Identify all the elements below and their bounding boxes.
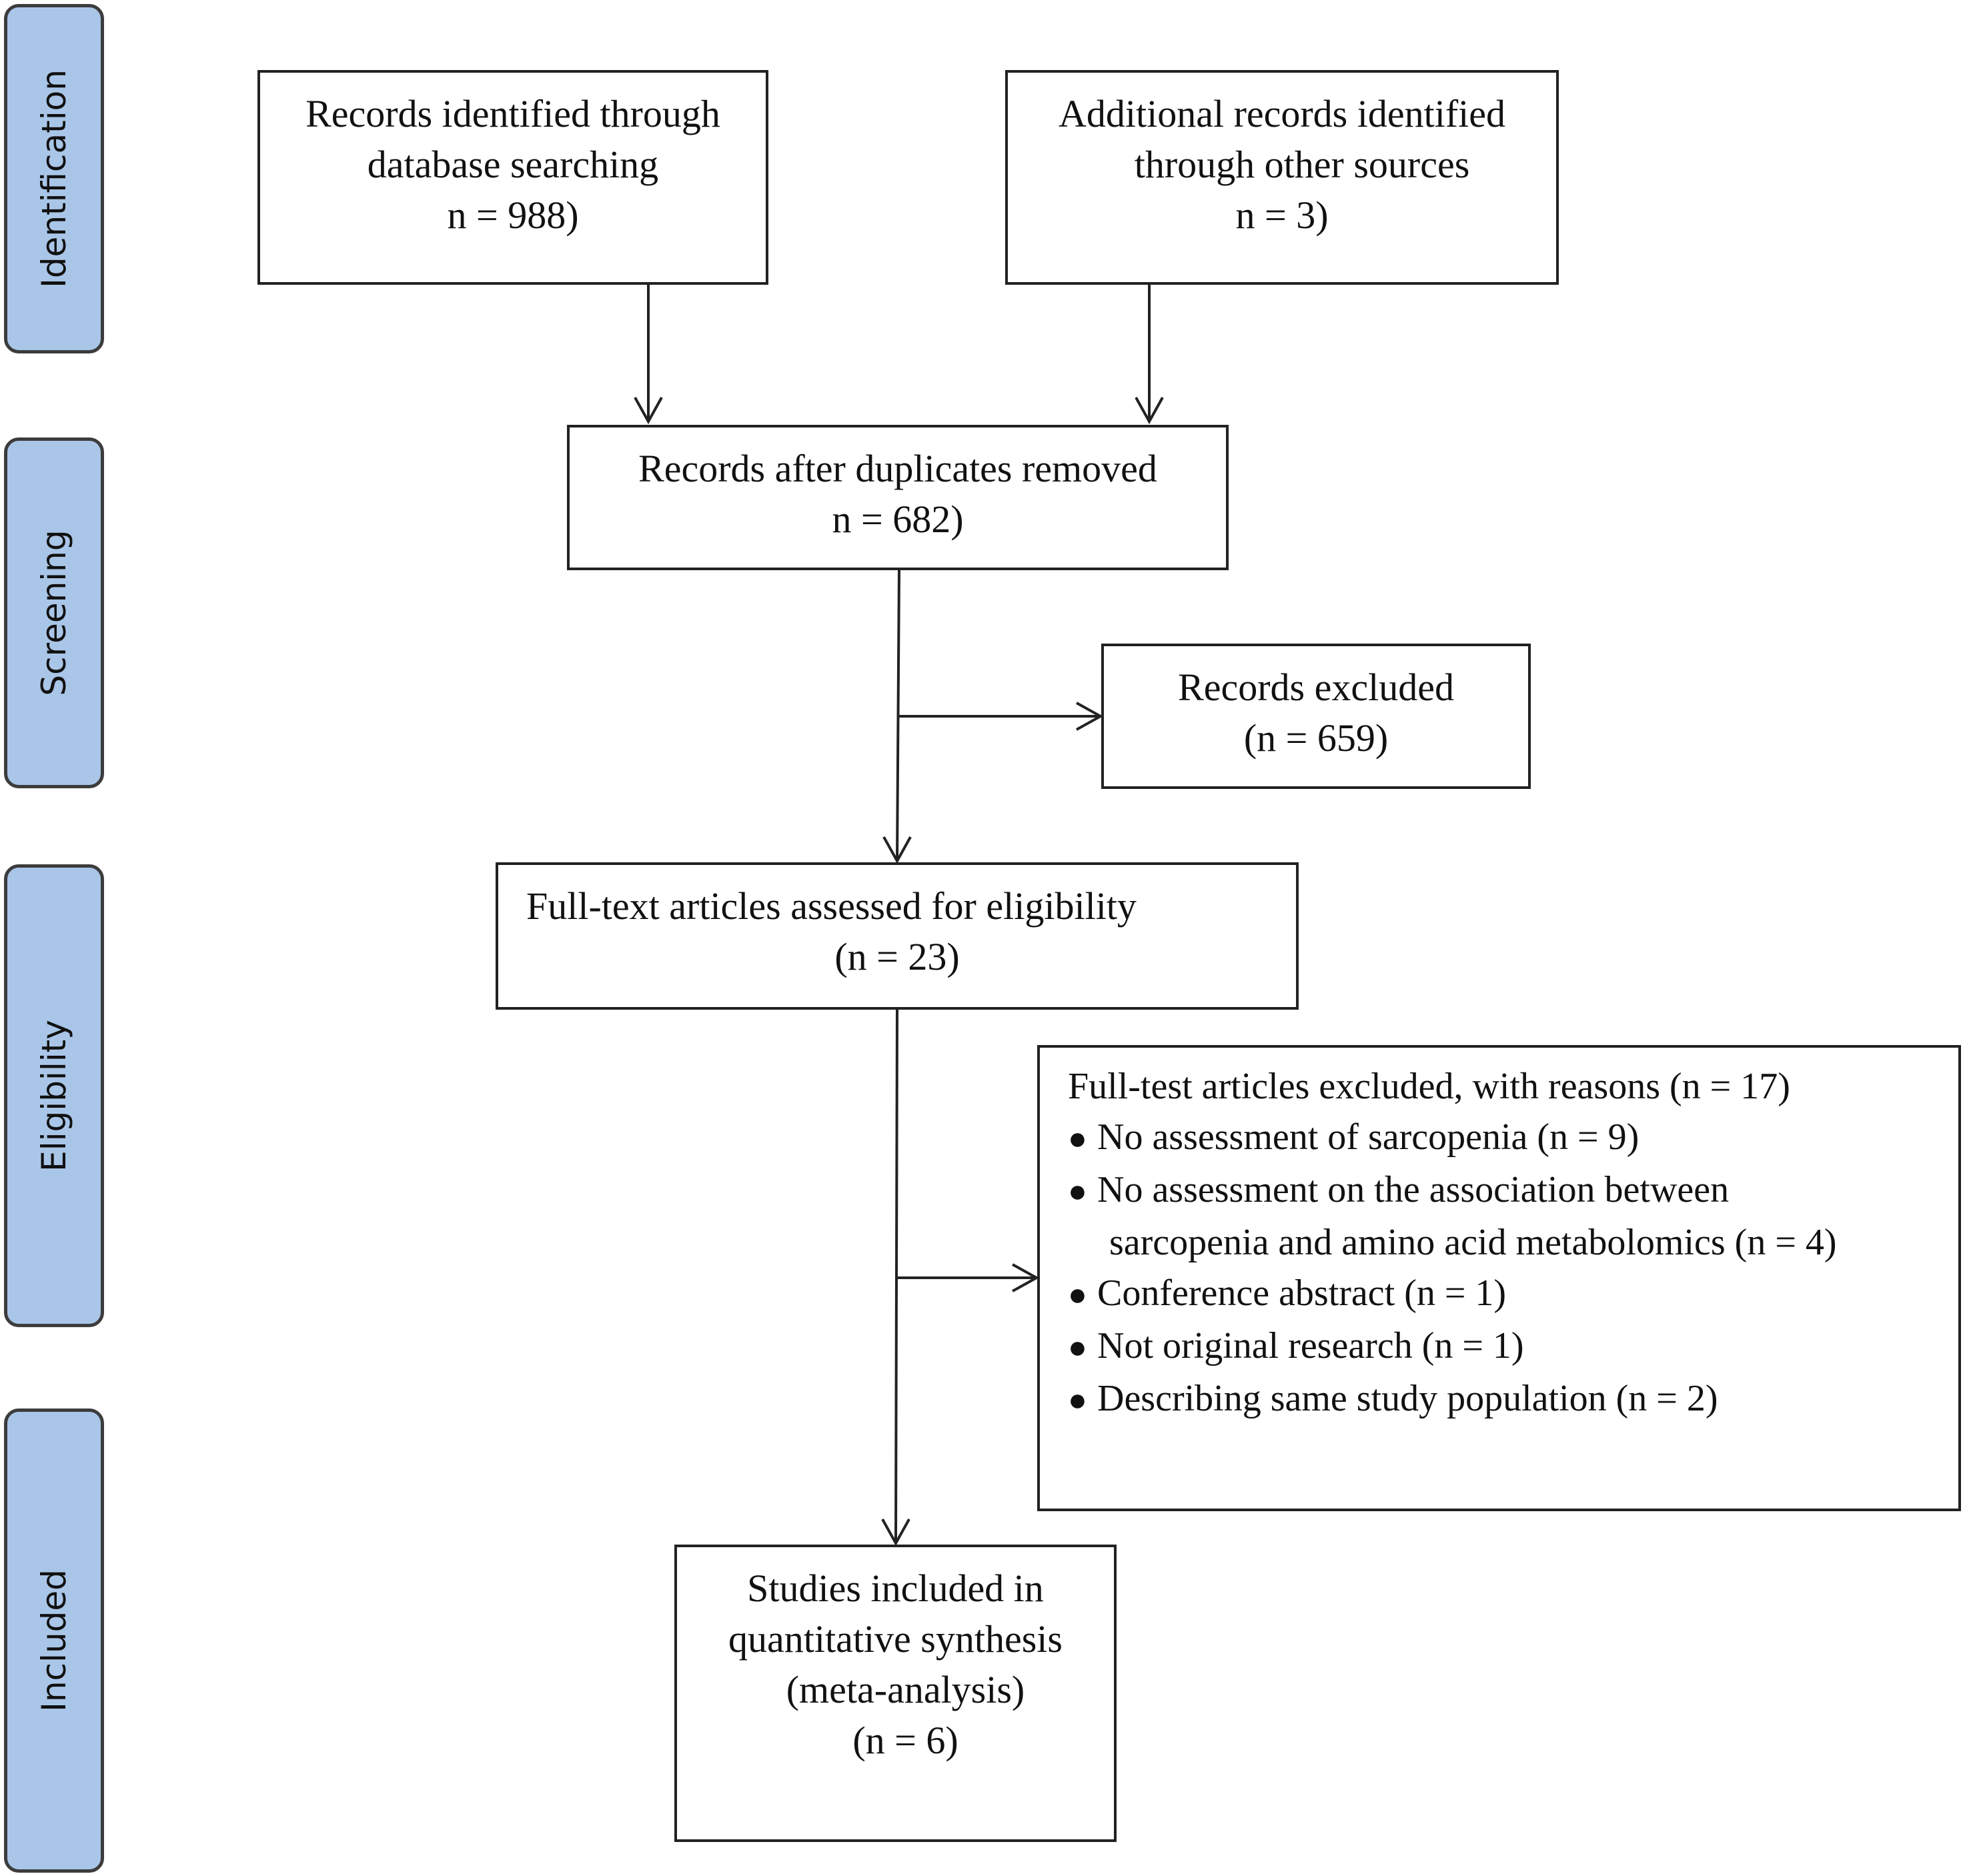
- database-records-count: n = 988): [447, 193, 579, 237]
- other-records-line-2: through other sources: [1134, 143, 1470, 186]
- arrowhead-to-fulltext-excluded: [1012, 1263, 1040, 1292]
- full-text-assessed-box: Full-text articles assessed for eligibil…: [496, 862, 1299, 1010]
- exclusion-reason-text: No assessment of sarcopenia (n = 9): [1097, 1116, 1640, 1158]
- records-excluded-count: (n = 659): [1243, 716, 1389, 760]
- arrowhead-duplicates-to-fulltext: [882, 836, 912, 864]
- exclusion-reason-text: sarcopenia and amino acid metabolomics (…: [1109, 1222, 1837, 1263]
- database-records-box: Records identified through database sear…: [257, 70, 768, 285]
- exclusion-reason-text: Describing same study population (n = 2): [1097, 1378, 1718, 1419]
- after-duplicates-count: n = 682): [832, 498, 964, 541]
- full-text-assessed-line-1: Full-text articles assessed for eligibil…: [526, 884, 1137, 928]
- studies-included-box: Studies included in quantitative synthes…: [674, 1545, 1117, 1842]
- database-records-line-1: Records identified through: [305, 92, 720, 135]
- full-text-excluded-box: Full-test articles excluded, with reason…: [1037, 1045, 1961, 1511]
- other-records-box: Additional records identified through ot…: [1005, 70, 1559, 285]
- arrowhead-fulltext-to-included: [881, 1519, 910, 1547]
- exclusion-reason-text: No assessment on the association between: [1097, 1169, 1730, 1210]
- full-text-assessed-count: (n = 23): [834, 935, 960, 978]
- phase-identification: Identification: [4, 4, 104, 353]
- studies-included-count: (n = 6): [852, 1719, 958, 1762]
- other-records-count: n = 3): [1235, 193, 1329, 237]
- database-records-line-2: database searching: [367, 143, 659, 186]
- arrow-duplicates-to-fulltext: [896, 570, 900, 862]
- exclusion-reason-item: ● Conference abstract (n = 1): [1068, 1268, 1958, 1320]
- exclusion-reason-item: ● Not original research (n = 1): [1068, 1320, 1958, 1373]
- phase-included-label: Included: [35, 1569, 73, 1712]
- exclusion-reason-continuation: sarcopenia and amino acid metabolomics (…: [1068, 1217, 1958, 1268]
- arrowhead-database-to-duplicates: [634, 397, 663, 425]
- phase-included: Included: [4, 1409, 104, 1873]
- records-excluded-line-1: Records excluded: [1178, 666, 1454, 709]
- exclusion-reason-item: ● No assessment on the association betwee…: [1068, 1164, 1958, 1217]
- bullet-icon: ●: [1068, 1277, 1087, 1312]
- phase-eligibility: Eligibility: [4, 864, 104, 1327]
- arrowhead-to-records-excluded: [1076, 702, 1104, 731]
- bullet-icon: ●: [1068, 1382, 1087, 1418]
- arrow-fulltext-to-included: [894, 1009, 898, 1544]
- full-text-excluded-title: Full-test articles excluded, with reason…: [1068, 1066, 1790, 1107]
- bullet-icon: ●: [1068, 1330, 1087, 1365]
- phase-screening: Screening: [4, 437, 104, 788]
- after-duplicates-box: Records after duplicates removed n = 682…: [567, 425, 1229, 570]
- studies-included-line-1: Studies included in: [747, 1567, 1044, 1610]
- records-excluded-box: Records excluded (n = 659): [1101, 644, 1531, 789]
- phase-identification-label: Identification: [35, 69, 73, 288]
- exclusion-reasons-list: ● No assessment of sarcopenia (n = 9) ● No…: [1068, 1112, 1958, 1426]
- exclusion-reason-text: Conference abstract (n = 1): [1097, 1272, 1507, 1314]
- studies-included-line-2: quantitative synthesis: [728, 1617, 1063, 1661]
- other-records-line-1: Additional records identified: [1058, 92, 1506, 135]
- exclusion-reason-text: Not original research (n = 1): [1097, 1325, 1524, 1366]
- bullet-icon: ●: [1068, 1121, 1087, 1156]
- exclusion-reason-item: ● No assessment of sarcopenia (n = 9): [1068, 1112, 1958, 1164]
- phase-screening-label: Screening: [35, 530, 73, 696]
- arrowhead-other-to-duplicates: [1135, 397, 1164, 425]
- exclusion-reason-item: ● Describing same study population (n = 2…: [1068, 1373, 1958, 1426]
- after-duplicates-line-1: Records after duplicates removed: [638, 447, 1157, 490]
- phase-eligibility-label: Eligibility: [35, 1020, 73, 1172]
- bullet-icon: ●: [1068, 1174, 1087, 1209]
- studies-included-line-3: (meta-analysis): [786, 1668, 1025, 1711]
